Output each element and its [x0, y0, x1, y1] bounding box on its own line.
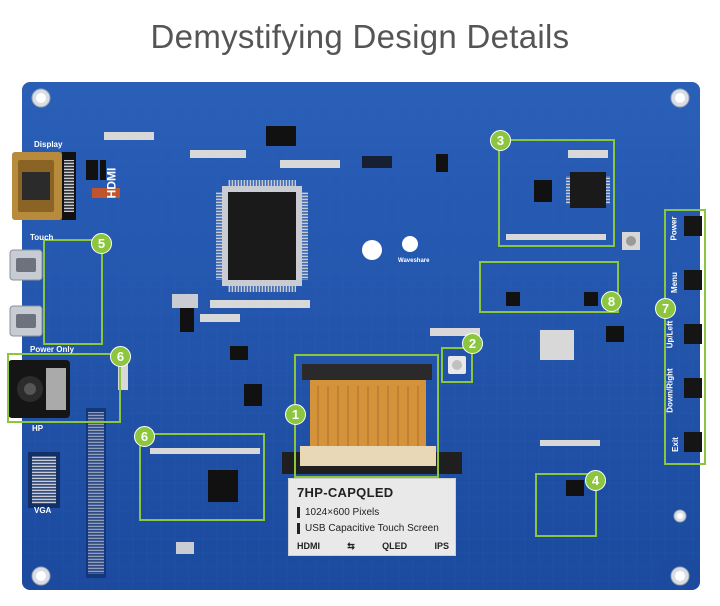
hdmi-logo: HDMI	[297, 541, 320, 551]
power-button-label: Power	[669, 216, 679, 241]
down-right-button-label: Down/Right	[665, 368, 675, 413]
exit-button-label: Exit	[670, 437, 680, 452]
callout-box-8	[479, 261, 619, 313]
callout-box-6a	[7, 353, 121, 423]
micro-usb-touch-port	[9, 249, 43, 281]
menu-button-label: Menu	[669, 272, 679, 293]
callout-box-3	[498, 139, 615, 247]
hdmi-silkscreen-label: HDMI	[104, 167, 119, 199]
callout-box-5	[43, 239, 103, 345]
up-left-button-label: Up/Left	[665, 320, 675, 349]
callout-number-7: 7	[655, 298, 676, 319]
callout-box-4	[535, 473, 597, 537]
qled-logo: QLED	[382, 541, 408, 551]
usb-icon: ⇆	[347, 541, 355, 551]
ips-logo: IPS	[434, 541, 449, 551]
sticker-touch-type: USB Capacitive Touch Screen	[297, 523, 439, 534]
display-port-label: Display	[34, 140, 63, 149]
main-controller-chip	[216, 180, 308, 292]
power-only-label: Power Only	[30, 345, 75, 354]
hp-port-label: HP	[32, 424, 44, 433]
product-sticker: 7HP-CAPQLED 1024×600 Pixels USB Capaciti…	[288, 478, 456, 556]
vga-port-label: VGA	[34, 506, 52, 515]
callout-number-6a: 6	[110, 346, 131, 367]
callout-box-7	[664, 209, 706, 465]
callout-box-2	[441, 347, 473, 383]
micro-usb-power-port	[9, 305, 43, 337]
callout-box-6b	[139, 433, 265, 521]
callout-number-6b: 6	[134, 426, 155, 447]
hdmi-connector	[12, 152, 76, 220]
callout-number-2: 2	[462, 333, 483, 354]
sticker-resolution: 1024×600 Pixels	[297, 507, 379, 518]
mounting-hole	[31, 88, 690, 586]
touch-port-label: Touch	[30, 233, 54, 242]
callout-number-1: 1	[285, 404, 306, 425]
callout-number-4: 4	[585, 470, 606, 491]
callout-number-3: 3	[490, 130, 511, 151]
headphone-jack	[8, 360, 70, 418]
callout-number-5: 5	[91, 233, 112, 254]
side-buttons	[684, 216, 702, 452]
page-title: Demystifying Design Details	[150, 18, 570, 55]
sticker-model: 7HP-CAPQLED	[297, 485, 394, 500]
callout-number-8: 8	[601, 291, 622, 312]
fpc-ribbon-cable	[282, 364, 462, 474]
sticker-logos: HDMI ⇆ QLED IPS	[297, 541, 449, 552]
brand-silkscreen-label: Waveshare	[398, 258, 430, 264]
vga-header	[28, 452, 60, 508]
logo-icons	[362, 236, 418, 260]
